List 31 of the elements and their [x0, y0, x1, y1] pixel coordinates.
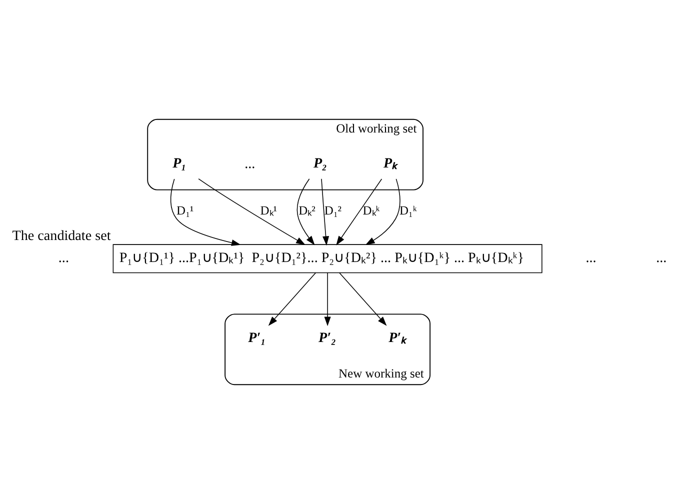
- node-text: P′ₖ: [388, 329, 406, 346]
- arrow: [296, 178, 315, 245]
- arrow: [339, 272, 387, 326]
- node-text: P₁: [172, 154, 186, 171]
- arrow: [365, 178, 400, 244]
- node-label: The candidate set: [12, 228, 111, 244]
- arrow: [268, 272, 316, 326]
- node-text: Pₖ: [383, 154, 398, 171]
- edge-label: D₁ᵏ: [400, 203, 417, 218]
- node-text: P₂: [313, 154, 327, 171]
- edge-label: Dₖᵏ: [362, 203, 380, 218]
- label: ...: [656, 250, 667, 266]
- node-label: New working set: [338, 366, 424, 380]
- node-box: P₁∪{D₁¹} ...P₁∪{Dₖ¹} P₂∪{D₁²}... P₂∪{Dₖ²} ... Pₖ∪{D₁ᵏ} ... Pₖ∪{Dₖᵏ}: [112, 244, 542, 273]
- cluster: [147, 118, 424, 190]
- node-text: P′₁: [248, 329, 266, 346]
- label: ...: [586, 250, 596, 266]
- node-label: Old working set: [336, 121, 417, 136]
- arrow: [170, 178, 241, 246]
- label: ...: [58, 250, 69, 266]
- label: ...: [244, 156, 256, 172]
- node-text: P′₂: [318, 329, 336, 346]
- edge-label: D₁¹: [176, 203, 194, 218]
- arrow: [198, 178, 306, 245]
- edge-label: Dₖ²: [298, 203, 316, 218]
- arrow: [336, 178, 382, 245]
- edge-label: Dₖ¹: [260, 203, 278, 218]
- edge-label: D₁²: [324, 203, 342, 218]
- cluster: [224, 313, 431, 385]
- arrow: [324, 272, 331, 326]
- arrow: [321, 178, 330, 246]
